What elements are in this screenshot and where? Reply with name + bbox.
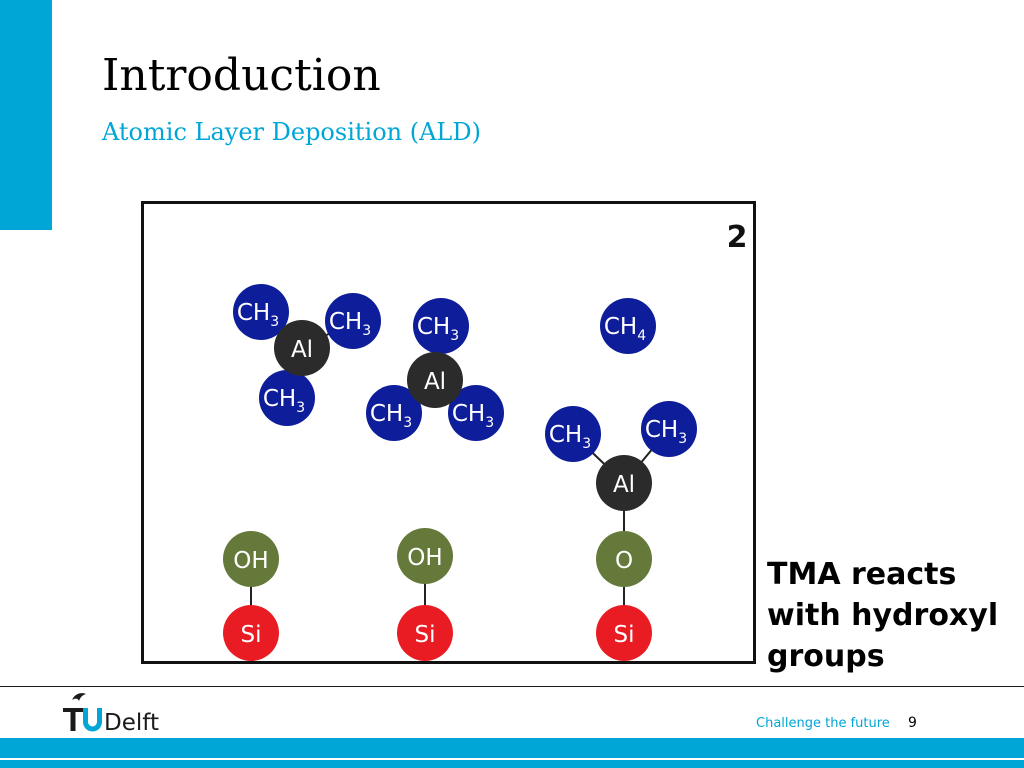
slide-title: Introduction: [102, 50, 381, 101]
methyl-group: CH3: [413, 298, 469, 354]
tudelft-logo: Delft: [63, 693, 159, 734]
footer-tagline: Challenge the future: [756, 716, 890, 731]
svg-text:Al: Al: [291, 337, 313, 363]
methyl-group: CH3: [233, 284, 289, 340]
silicon-atom: Si: [596, 605, 652, 661]
svg-text:CH3: CH3: [329, 309, 371, 339]
diagram-frame: [141, 201, 756, 664]
svg-text:CH3: CH3: [237, 300, 279, 330]
svg-text:Al: Al: [613, 472, 635, 498]
step-number: 2: [727, 220, 748, 255]
svg-text:Si: Si: [241, 622, 262, 648]
methyl-group: CH3: [259, 370, 315, 426]
tma-molecule-bonded: CH3 CH3 Al: [545, 401, 697, 511]
svg-text:CH4: CH4: [604, 314, 646, 344]
tma-molecule-2: CH3 CH3 CH3 Al: [366, 298, 504, 441]
svg-text:CH3: CH3: [645, 417, 687, 447]
silicon-atom: Si: [397, 605, 453, 661]
methyl-group: CH3: [325, 293, 381, 349]
methyl-group: CH3: [545, 406, 601, 462]
svg-text:CH3: CH3: [452, 401, 494, 431]
footer-band-stripe: [0, 758, 1024, 760]
aluminum-atom: Al: [407, 352, 463, 408]
methyl-group: CH3: [641, 401, 697, 457]
hydroxyl-group: OH: [223, 531, 279, 587]
aluminum-atom: Al: [274, 320, 330, 376]
page-number: 9: [908, 715, 917, 731]
tma-molecule-1: CH3 CH3 CH3 Al: [233, 284, 381, 426]
footer-divider: [0, 686, 1024, 687]
caption-line: with hydroxyl: [767, 598, 999, 633]
surface-site-2: OH Si: [397, 528, 453, 661]
svg-text:CH3: CH3: [549, 422, 591, 452]
svg-text:Al: Al: [424, 369, 446, 395]
svg-text:OH: OH: [233, 548, 268, 574]
slide-caption: TMA reacts with hydroxyl groups: [767, 554, 1017, 677]
svg-text:CH3: CH3: [263, 386, 305, 416]
caption-line: TMA reacts: [767, 557, 957, 592]
oxygen-atom: O: [596, 531, 652, 587]
svg-text:Delft: Delft: [104, 710, 159, 734]
surface-site-3: O Si: [596, 531, 652, 661]
svg-text:CH3: CH3: [370, 401, 412, 431]
methane-molecule: CH4: [600, 298, 656, 354]
caption-line: groups: [767, 639, 885, 674]
slide-subtitle: Atomic Layer Deposition (ALD): [102, 118, 481, 146]
svg-text:O: O: [615, 548, 633, 574]
svg-text:Si: Si: [614, 622, 635, 648]
svg-text:Si: Si: [415, 622, 436, 648]
svg-text:OH: OH: [407, 545, 442, 571]
surface-site-1: OH Si: [223, 531, 279, 661]
hydroxyl-group: OH: [397, 528, 453, 584]
methyl-group: CH3: [366, 385, 422, 441]
methyl-group: CH3: [448, 385, 504, 441]
svg-text:CH3: CH3: [417, 314, 459, 344]
footer-band: [0, 738, 1024, 768]
accent-bar: [0, 0, 52, 230]
ald-diagram: 2 CH3 CH3 CH3 Al: [141, 201, 756, 664]
silicon-atom: Si: [223, 605, 279, 661]
aluminum-atom: Al: [596, 455, 652, 511]
